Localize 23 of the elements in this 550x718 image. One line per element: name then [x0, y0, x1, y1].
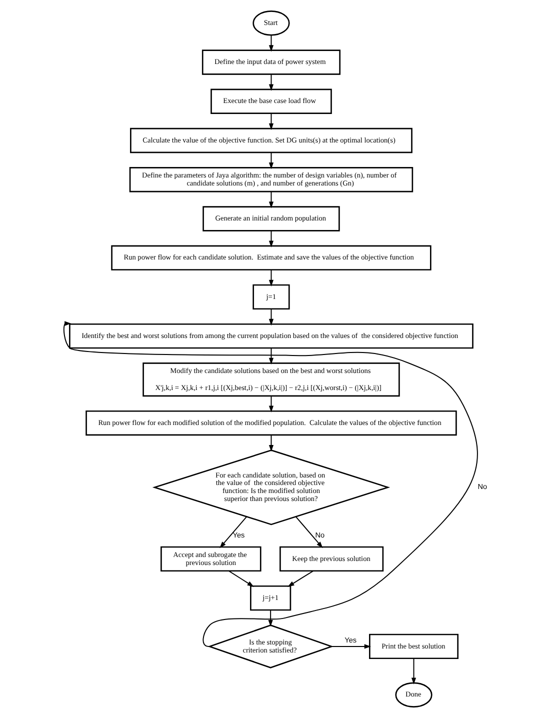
edge-label: No: [314, 530, 324, 540]
arrow: [268, 308, 274, 326]
arrow: [268, 395, 274, 412]
edge-label: No: [477, 482, 487, 492]
arrow: [268, 74, 274, 91]
arrow: [268, 112, 274, 130]
arrow: [228, 570, 254, 587]
edge-label: Yes: [232, 530, 244, 540]
arrow: [268, 152, 274, 170]
arrow: [219, 516, 247, 548]
arrow: [410, 658, 416, 684]
arrow: [268, 348, 274, 364]
arrow: [287, 570, 314, 587]
arrow: [330, 644, 370, 649]
arrow: [268, 269, 274, 286]
arrow: [62, 321, 478, 647]
arrow: [268, 230, 274, 248]
arrow: [268, 610, 272, 627]
arrow: [294, 516, 322, 548]
arrow: [268, 191, 274, 208]
edge-label: Yes: [344, 635, 356, 644]
arrow: [268, 34, 274, 52]
arrow: [268, 434, 274, 452]
